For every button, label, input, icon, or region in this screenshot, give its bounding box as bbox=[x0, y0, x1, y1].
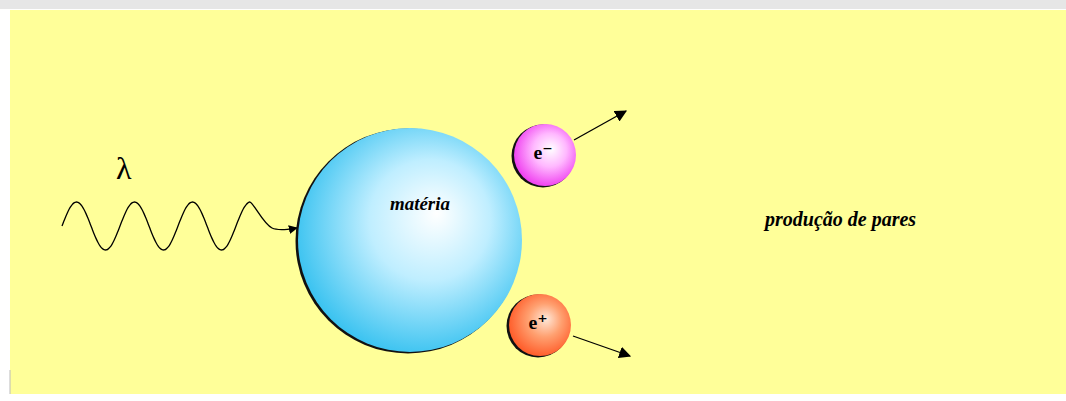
process-title: produção de pares bbox=[765, 208, 916, 231]
wavelength-symbol: λ bbox=[116, 150, 132, 187]
matter-circle: matéria bbox=[297, 127, 523, 353]
panel-edge bbox=[10, 370, 11, 394]
node-label: e⁻ bbox=[511, 140, 575, 164]
node-label: e⁺ bbox=[506, 310, 570, 334]
positron-circle: e⁺ bbox=[508, 293, 572, 357]
photon-wave bbox=[62, 202, 297, 250]
top-band bbox=[0, 0, 1066, 9]
node-label: matéria bbox=[307, 193, 533, 215]
electron-arrow bbox=[574, 111, 626, 140]
positron-arrow bbox=[573, 336, 630, 356]
background-panel bbox=[10, 10, 1066, 394]
circle-outline bbox=[297, 127, 523, 353]
circle-fill bbox=[298, 128, 522, 352]
electron-circle: e⁻ bbox=[513, 123, 577, 187]
